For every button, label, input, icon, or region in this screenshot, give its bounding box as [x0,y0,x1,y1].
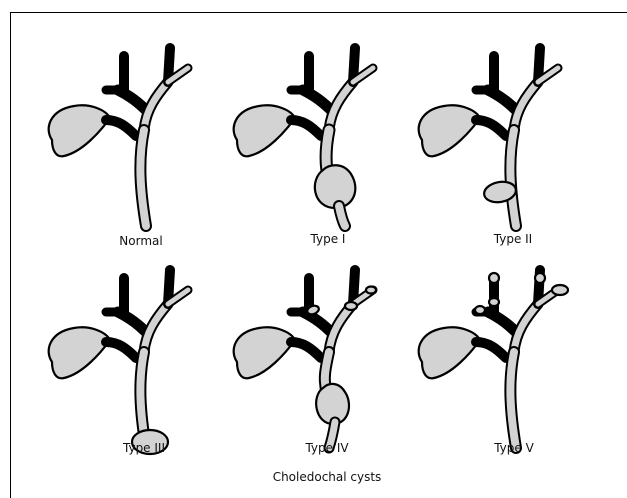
cystic-duct-outline [476,342,506,358]
gallbladder [419,327,480,378]
intrahepatic-cyst-right [345,302,357,310]
gallbladder [234,327,295,378]
panel-type-4 [234,270,376,448]
panel-normal [49,48,188,226]
panel-type-5 [419,270,568,448]
intrahepatic-cyst-tip [366,287,376,294]
figure-title: Choledochal cysts [273,470,382,484]
gallbladder [49,105,110,156]
cystic-duct-outline [291,342,321,358]
intrahepatic-cyst-1 [475,306,485,314]
intrahepatic-cyst-4 [535,273,545,283]
cystic-duct-outline [291,120,321,136]
panel-label-type-4: Type IV [305,441,348,455]
intrahepatic-cyst-5 [552,285,568,295]
cystic-duct-outline [106,120,136,136]
panel-label-type-2: Type II [494,232,532,246]
panel-type-3 [49,270,188,454]
gallbladder [234,105,295,156]
intrahepatic-cyst-3 [489,273,499,283]
cystic-duct-outline [106,342,136,358]
panel-type-1 [234,48,373,226]
gallbladder [49,327,110,378]
panel-label-type-5: Type V [494,441,534,455]
cystic-duct-outline [476,120,506,136]
intrahepatic-cyst-2 [489,298,499,306]
panel-label-normal: Normal [119,234,162,248]
panel-label-type-1: Type I [311,232,346,246]
panel-type-2 [419,48,558,226]
panel-label-type-3: Type III [123,441,165,455]
gallbladder [419,105,480,156]
